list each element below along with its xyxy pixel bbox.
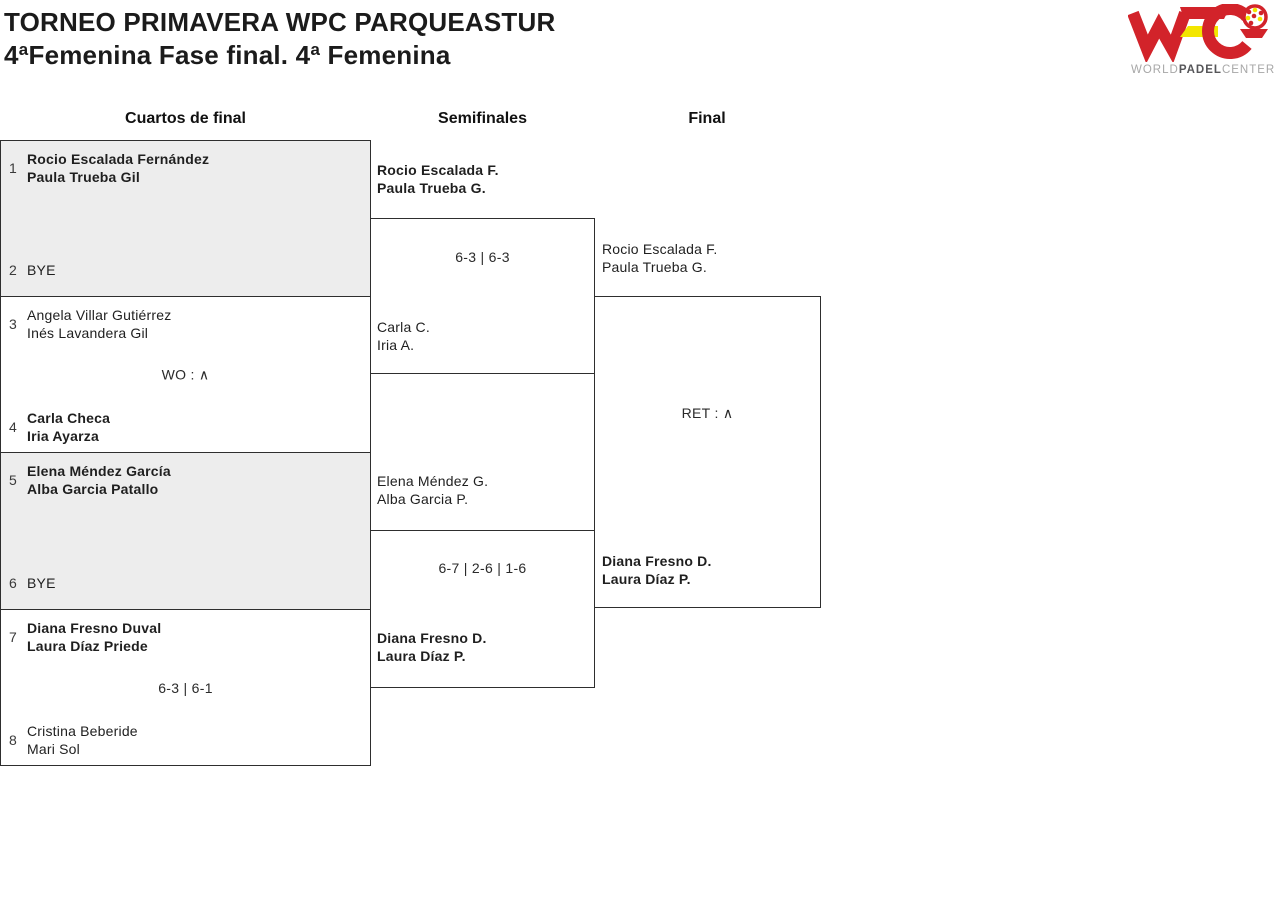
category-name: 4ªFemenina Fase final. 4ª Femenina xyxy=(4,40,451,70)
player-name: Diana Fresno Duval xyxy=(27,620,162,636)
player-name: Rocio Escalada F. xyxy=(602,241,718,257)
round-header-semifinals: Semifinales xyxy=(438,110,527,127)
final-match-box xyxy=(594,296,821,608)
logo-letter-w xyxy=(1128,10,1191,62)
player-name: Diana Fresno D. xyxy=(602,553,712,569)
logo-letter-c xyxy=(1202,4,1252,59)
final-team-top: Rocio Escalada F. Paula Trueba G. xyxy=(602,240,717,276)
logo-word-center: CENTER xyxy=(1221,64,1276,76)
racket-dot xyxy=(1257,16,1263,22)
match-score: RET : ∧ xyxy=(681,405,734,421)
seed-number: 1 xyxy=(9,160,17,176)
player-name: Alba Garcia P. xyxy=(377,491,469,507)
wpc-logo: WORLDPADELCENTER xyxy=(1128,4,1278,76)
qf3-team-bottom-row: 6 BYE xyxy=(9,574,362,592)
final-team-bottom: Diana Fresno D. Laura Díaz P. xyxy=(602,552,712,588)
team-name: Cristina Beberide Mari Sol xyxy=(27,722,138,758)
tournament-name: TORNEO PRIMAVERA WPC PARQUEASTUR xyxy=(4,7,556,37)
round-header-final: Final xyxy=(688,110,726,127)
seed-number: 7 xyxy=(9,629,17,645)
player-name: Carla Checa xyxy=(27,410,111,426)
racket-dot xyxy=(1251,13,1257,19)
player-name: Cristina Beberide xyxy=(27,723,138,739)
logo-word-padel: PADEL xyxy=(1178,64,1222,76)
player-name: Diana Fresno D. xyxy=(377,630,487,646)
player-name: Paula Trueba Gil xyxy=(27,169,140,185)
player-name: Paula Trueba G. xyxy=(602,259,707,275)
logo-wordmark: WORLDPADELCENTER xyxy=(1128,64,1278,76)
page-title: TORNEO PRIMAVERA WPC PARQUEASTUR 4ªFemen… xyxy=(4,6,555,72)
padel-racket-neck xyxy=(1240,29,1268,38)
qf3-team-top-row: 5 Elena Méndez García Alba Garcia Patall… xyxy=(9,462,362,498)
seed-number: 3 xyxy=(9,316,17,332)
player-name: Carla C. xyxy=(377,319,430,335)
qf-match-4: 7 Diana Fresno Duval Laura Díaz Priede 6… xyxy=(0,609,371,766)
player-name: Mari Sol xyxy=(27,741,80,757)
player-name: Alba Garcia Patallo xyxy=(27,481,159,497)
racket-dot xyxy=(1248,20,1254,26)
team-name: Rocio Escalada Fernández Paula Trueba Gi… xyxy=(27,150,209,186)
qf1-team-bottom-row: 2 BYE xyxy=(9,261,362,279)
sf2-team-bottom: Diana Fresno D. Laura Díaz P. xyxy=(377,629,487,665)
seed-number: 2 xyxy=(9,262,17,278)
sf2-team-top: Elena Méndez G. Alba Garcia P. xyxy=(377,472,488,508)
seed-number: 5 xyxy=(9,472,17,488)
player-name: Rocio Escalada F. xyxy=(377,162,499,178)
seed-number: 8 xyxy=(9,732,17,748)
seed-number: 4 xyxy=(9,419,17,435)
qf-match-3: 5 Elena Méndez García Alba Garcia Patall… xyxy=(0,452,371,610)
player-name: Laura Díaz P. xyxy=(377,648,466,664)
match-score: 6-3 | 6-3 xyxy=(455,249,510,265)
match-score: 6-3 | 6-1 xyxy=(158,679,213,696)
team-name: Elena Méndez García Alba Garcia Patallo xyxy=(27,462,171,498)
logo-word-world: WORLD xyxy=(1131,64,1179,76)
player-name: Rocio Escalada Fernández xyxy=(27,151,210,167)
player-name: Paula Trueba G. xyxy=(377,180,486,196)
wpc-logo-mark xyxy=(1128,4,1268,62)
player-name: Iria A. xyxy=(377,337,415,353)
team-name: Carla Checa Iria Ayarza xyxy=(27,409,110,445)
sf1-team-top: Rocio Escalada F. Paula Trueba G. xyxy=(377,161,499,197)
bye-label: BYE xyxy=(27,575,56,591)
player-name: Elena Méndez García xyxy=(27,463,171,479)
racket-dot xyxy=(1245,15,1251,21)
qf2-team-bottom-row: 4 Carla Checa Iria Ayarza xyxy=(9,409,362,445)
player-name: Laura Díaz Priede xyxy=(27,638,148,654)
qf-match-2: 3 Angela Villar Gutiérrez Inés Lavandera… xyxy=(0,296,371,453)
match-score: WO : ∧ xyxy=(161,366,210,382)
qf4-team-top-row: 7 Diana Fresno Duval Laura Díaz Priede xyxy=(9,619,362,655)
seed-number: 6 xyxy=(9,575,17,591)
sf1-team-bottom: Carla C. Iria A. xyxy=(377,318,430,354)
team-name: Angela Villar Gutiérrez Inés Lavandera G… xyxy=(27,306,171,342)
qf4-team-bottom-row: 8 Cristina Beberide Mari Sol xyxy=(9,722,362,758)
qf2-team-top-row: 3 Angela Villar Gutiérrez Inés Lavandera… xyxy=(9,306,362,342)
team-name: Diana Fresno Duval Laura Díaz Priede xyxy=(27,619,161,655)
team-name: BYE xyxy=(27,574,56,592)
player-name: Laura Díaz P. xyxy=(602,571,691,587)
player-name: Angela Villar Gutiérrez xyxy=(27,307,172,323)
sf-match-2-box xyxy=(370,530,595,688)
player-name: Elena Méndez G. xyxy=(377,473,489,489)
qf1-team-top-row: 1 Rocio Escalada Fernández Paula Trueba … xyxy=(9,150,362,186)
racket-dot xyxy=(1246,9,1252,15)
racket-dot xyxy=(1252,7,1258,13)
round-header-quarterfinals: Cuartos de final xyxy=(125,110,246,127)
player-name: Inés Lavandera Gil xyxy=(27,325,149,341)
match-score: 6-7 | 2-6 | 1-6 xyxy=(438,560,527,576)
player-name: Iria Ayarza xyxy=(27,428,99,444)
qf-match-1: 1 Rocio Escalada Fernández Paula Trueba … xyxy=(0,140,371,297)
bye-label: BYE xyxy=(27,262,56,278)
team-name: BYE xyxy=(27,261,56,279)
racket-dot xyxy=(1258,10,1264,16)
